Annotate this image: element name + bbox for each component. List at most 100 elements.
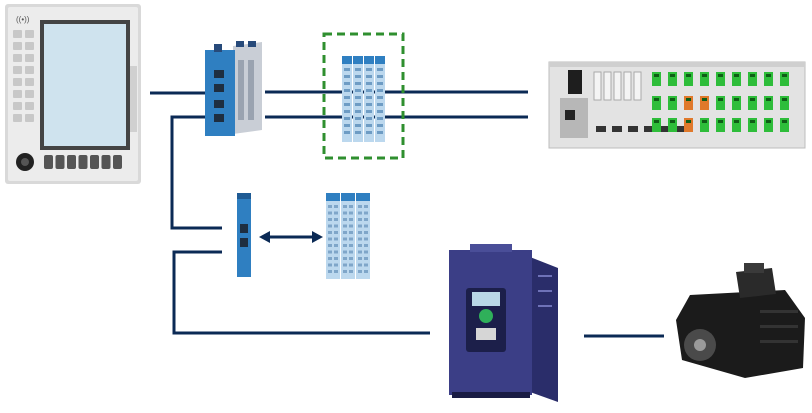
io-slice-cap bbox=[375, 56, 385, 64]
coupler-top-cap bbox=[237, 193, 251, 199]
io-block-terminal bbox=[328, 237, 332, 241]
rack-card bbox=[603, 71, 612, 101]
rack-terminal-block bbox=[652, 96, 661, 110]
io-block-terminal bbox=[343, 263, 347, 267]
rack-connector bbox=[676, 126, 686, 132]
io-terminal bbox=[377, 131, 383, 134]
rack-terminal-block bbox=[716, 96, 725, 110]
io-block-terminal bbox=[343, 205, 347, 208]
drive-vent-3 bbox=[538, 305, 552, 307]
hmi-key[interactable] bbox=[13, 66, 22, 74]
hmi-key[interactable] bbox=[25, 54, 34, 62]
plc-controller[interactable] bbox=[205, 41, 262, 136]
io-block-terminal bbox=[343, 211, 347, 215]
io-terminal bbox=[344, 68, 350, 71]
rack-terminal-screw bbox=[718, 98, 723, 101]
hmi-side-strip bbox=[130, 66, 137, 132]
io-block-terminal bbox=[334, 224, 338, 228]
hmi-keypad[interactable] bbox=[13, 30, 34, 122]
rack-terminal-block bbox=[652, 118, 661, 132]
io-terminal bbox=[366, 131, 372, 134]
io-block-terminal bbox=[349, 263, 353, 267]
rack-card bbox=[613, 71, 622, 101]
io-block-terminal bbox=[364, 237, 368, 241]
io-block-terminal bbox=[334, 250, 338, 254]
hmi-screen[interactable] bbox=[44, 24, 126, 146]
rack-terminal-block bbox=[748, 96, 757, 110]
io-slice-cap bbox=[342, 56, 352, 64]
io-block-terminal bbox=[358, 263, 362, 267]
rack-terminal-screw bbox=[734, 98, 739, 101]
hmi-function-key[interactable] bbox=[55, 155, 65, 169]
remote-io-module[interactable] bbox=[322, 32, 405, 160]
hmi-key[interactable] bbox=[13, 102, 22, 110]
io-block-terminal bbox=[364, 224, 368, 228]
io-block-terminal bbox=[349, 211, 353, 215]
io-block-terminal bbox=[349, 231, 353, 234]
hmi-function-key[interactable] bbox=[78, 155, 88, 169]
operator-panel[interactable]: ((•)) bbox=[5, 4, 141, 184]
io-block-terminal bbox=[358, 211, 362, 215]
io-terminal bbox=[355, 82, 361, 85]
io-rack-backplane[interactable] bbox=[548, 61, 806, 149]
hmi-key[interactable] bbox=[13, 42, 22, 50]
io-block-terminal bbox=[334, 205, 338, 208]
hmi-function-keys[interactable] bbox=[44, 155, 122, 169]
rack-cpu-port bbox=[565, 110, 575, 120]
io-block-terminal bbox=[328, 218, 332, 221]
hmi-key[interactable] bbox=[13, 114, 22, 122]
io-terminal bbox=[366, 124, 372, 127]
io-terminal bbox=[377, 68, 383, 71]
io-block-terminal bbox=[334, 211, 338, 215]
hmi-function-key[interactable] bbox=[90, 155, 99, 169]
io-block-terminal bbox=[334, 231, 338, 234]
io-terminal bbox=[355, 131, 361, 134]
rack-terminal-block bbox=[780, 72, 789, 86]
rack-terminal-screw bbox=[654, 74, 659, 77]
rack-terminal-screw bbox=[686, 98, 691, 101]
hmi-function-key[interactable] bbox=[113, 155, 122, 169]
servo-motor[interactable] bbox=[676, 263, 805, 378]
io-block-slices bbox=[326, 193, 370, 279]
hmi-key[interactable] bbox=[13, 54, 22, 62]
rack-terminal-screw bbox=[670, 74, 675, 77]
rack-terminal-block bbox=[700, 72, 709, 86]
io-slice-cap bbox=[353, 56, 363, 64]
hmi-key[interactable] bbox=[25, 102, 34, 110]
rack-terminal-screw bbox=[718, 74, 723, 77]
hmi-key[interactable] bbox=[25, 78, 34, 86]
io-block-terminal bbox=[364, 211, 368, 215]
hmi-key[interactable] bbox=[13, 90, 22, 98]
hmi-function-key[interactable] bbox=[67, 155, 76, 169]
io-terminal bbox=[355, 89, 361, 92]
hmi-key[interactable] bbox=[25, 30, 34, 38]
hmi-key[interactable] bbox=[25, 42, 34, 50]
controller-top-cap-3 bbox=[248, 41, 256, 47]
rack-terminal-block bbox=[700, 96, 709, 110]
cable-lines bbox=[150, 90, 664, 338]
controller-slot-b bbox=[248, 60, 254, 120]
io-block-terminal bbox=[364, 205, 368, 208]
io-block-terminal bbox=[349, 224, 353, 228]
hmi-key[interactable] bbox=[25, 66, 34, 74]
servo-drive[interactable] bbox=[449, 244, 558, 402]
rack-terminal-block bbox=[732, 118, 741, 132]
rack-terminal-screw bbox=[654, 98, 659, 101]
rack-terminal-block bbox=[764, 72, 773, 86]
bus-coupler[interactable] bbox=[237, 193, 251, 277]
drive-keypad[interactable] bbox=[476, 328, 496, 340]
hmi-function-key[interactable] bbox=[101, 155, 111, 169]
hmi-key[interactable] bbox=[13, 30, 22, 38]
hmi-key[interactable] bbox=[25, 90, 34, 98]
io-block[interactable] bbox=[326, 193, 370, 279]
motor-shaft bbox=[694, 339, 706, 351]
hmi-key[interactable] bbox=[25, 114, 34, 122]
rack-terminal-screw bbox=[734, 74, 739, 77]
hmi-function-key[interactable] bbox=[44, 155, 53, 169]
io-block-terminal bbox=[343, 231, 347, 234]
hmi-key[interactable] bbox=[13, 78, 22, 86]
rack-terminal-screw bbox=[782, 120, 787, 123]
controller-top-cap-1 bbox=[214, 44, 222, 52]
rack-terminal-screw bbox=[718, 120, 723, 123]
